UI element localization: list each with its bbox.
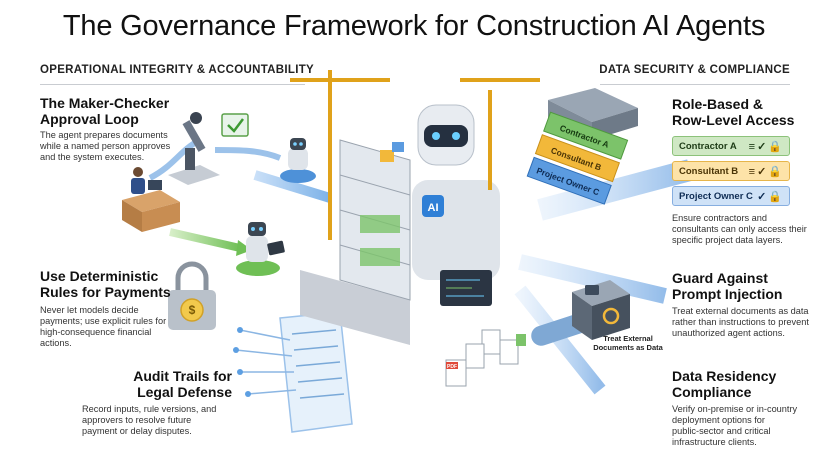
role-row-contractor-a: Contractor A ≡✓🔒: [672, 136, 790, 156]
role-label: Consultant B: [679, 165, 739, 177]
role-row-consultant-b: Consultant B ≡✓🔒: [672, 161, 790, 181]
page-title: The Governance Framework for Constructio…: [62, 10, 766, 42]
building-construction-icon: [290, 70, 411, 345]
svg-text:$: $: [189, 303, 196, 317]
role-label: Contractor A: [679, 140, 737, 152]
pdf-tag: PDF: [447, 364, 457, 370]
section-heading-left: OPERATIONAL INTEGRITY & ACCOUNTABILITY: [40, 64, 314, 76]
role-row-project-owner-c: Project Owner C ✓🔒: [672, 186, 790, 206]
robot-main-icon: AI: [412, 78, 540, 306]
robot-small-icon-top: [280, 138, 316, 183]
robot-chest-label: AI: [428, 202, 439, 214]
section-rule-left: [40, 84, 305, 85]
documents-icon: PDF: [445, 329, 526, 387]
robot-tablet-icon: [236, 222, 285, 276]
firewall-pipe-icon: [531, 280, 630, 346]
role-based-title: Role-Based &Row-Level Access: [672, 96, 795, 128]
robot-arm-icon: [168, 112, 249, 185]
check-lock-icon: ≡✓🔒: [748, 166, 784, 178]
desk-person-icon: [122, 167, 180, 232]
role-label: Project Owner C: [679, 190, 753, 202]
check-lock-icon: ≡✓🔒: [748, 141, 784, 153]
padlock-payment-icon: $: [168, 261, 216, 330]
external-docs-label: Treat External Documents as Data: [593, 334, 663, 352]
check-lock-icon: ✓🔒: [757, 191, 784, 203]
section-rule-right: [600, 84, 790, 85]
section-heading-right: DATA SECURITY & COMPLIANCE: [599, 64, 790, 76]
